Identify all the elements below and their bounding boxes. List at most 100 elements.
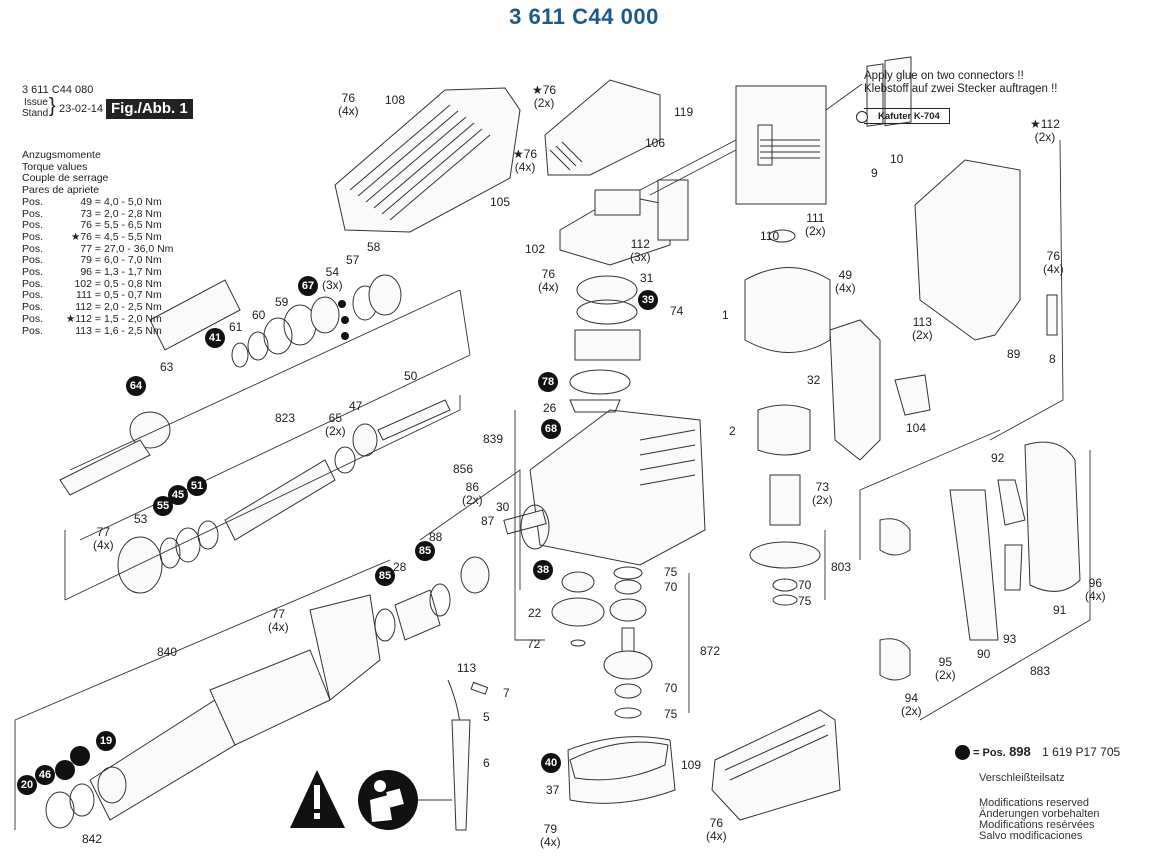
part-qty: (2x) <box>812 493 833 507</box>
part-number: 76 <box>541 267 556 281</box>
part-label: ★76(4x) <box>513 148 537 174</box>
torque-item: 49 <box>80 195 92 208</box>
part-label: 104 <box>906 421 927 435</box>
read-manual-icon <box>358 770 418 830</box>
part-qty: (4x) <box>1085 589 1106 603</box>
grip-94a <box>879 518 911 556</box>
figure-label: Fig./Abb. 1 <box>106 99 193 119</box>
barrel-front <box>89 699 236 821</box>
torque-item: 76 <box>80 219 92 232</box>
part-label: 70 <box>664 681 678 695</box>
torque-pos: Pos. <box>22 242 44 255</box>
part-number: ★112 <box>1030 117 1060 131</box>
torque-value: = 2,0 - 2,5 Nm <box>94 301 162 314</box>
electronics-32 <box>829 319 881 461</box>
part-qty: (4x) <box>835 281 856 295</box>
torque-item: 113 <box>75 324 92 337</box>
part-qty: (2x) <box>805 224 826 238</box>
part-qty: (2x) <box>912 328 933 342</box>
part-label: 54(3x) <box>322 266 343 292</box>
part-label: 102 <box>525 242 546 256</box>
part-number: 73 <box>815 480 830 494</box>
torque-heading-de: Anzugsmomente <box>22 149 101 161</box>
part-qty: (4x) <box>514 160 536 174</box>
torque-heading-en: Torque values <box>22 160 88 173</box>
torque-value: = 1,5 - 2,0 Nm <box>94 312 162 325</box>
part-label: 842 <box>82 832 103 846</box>
fan-31 <box>576 275 638 305</box>
bearing-22a <box>561 571 595 593</box>
part-qty: (4x) <box>540 835 561 849</box>
wear-part-badge-unlabeled <box>55 760 75 780</box>
flange-53 <box>117 536 163 594</box>
switch-trigger <box>657 179 689 241</box>
wear-kit-legend: = Pos. 898 1 619 P17 705 <box>955 744 1121 761</box>
wear-part-badge: 45 <box>168 485 188 505</box>
torque-row: Pos.73 = 2,0 - 2,8 Nm <box>22 208 173 221</box>
connector-inset <box>735 85 827 205</box>
glue-note-en: Apply glue on two connectors !! <box>864 70 1024 82</box>
part-label: 1 <box>722 308 729 322</box>
part-label: 112(3x) <box>630 238 651 264</box>
torque-pos: Pos. <box>22 266 44 279</box>
torque-pos: Pos. <box>22 230 44 243</box>
modifications-notice: Modifications reserved Änderungen vorbeh… <box>979 798 1099 842</box>
part-number: 49 <box>838 268 853 282</box>
legend-part-number: 1 619 P17 705 <box>1042 745 1121 759</box>
wear-part-badge: 20 <box>17 775 37 795</box>
torque-value: = 4,5 - 5,5 Nm <box>94 230 162 243</box>
torque-value: = 5,5 - 6,5 Nm <box>94 219 162 232</box>
warning-triangle-icon <box>290 770 345 828</box>
part-number: 77 <box>96 525 111 539</box>
fan-803 <box>749 541 821 569</box>
part-number: 86 <box>465 480 480 494</box>
torque-row: Pos.★112 = 1,5 - 2,0 Nm <box>22 312 173 326</box>
part-label: 10 <box>890 152 904 166</box>
torque-item: ★76 <box>70 230 92 243</box>
part-label: ★112(2x) <box>1030 118 1060 144</box>
part-label: 70 <box>798 578 812 592</box>
torque-value: = 1,6 - 2,5 Nm <box>94 324 162 337</box>
barrel-840 <box>209 649 331 746</box>
torque-row: Pos.111 = 0,5 - 0,7 Nm <box>22 290 173 302</box>
wear-part-badge: 41 <box>205 328 225 348</box>
part-label: 59 <box>275 295 289 309</box>
torque-value: = 27,0 - 36,0 Nm <box>94 242 174 255</box>
part-label: 77(4x) <box>93 526 114 552</box>
piston-30 <box>460 556 490 594</box>
part-qty: (4x) <box>706 829 727 843</box>
stator-2 <box>757 404 811 456</box>
part-label: 5 <box>483 710 490 724</box>
part-label: 75 <box>798 594 812 608</box>
legend-pos-word: = Pos. <box>973 747 1006 759</box>
torque-row: Pos.49 = 4,0 - 5,0 Nm <box>22 195 173 209</box>
wear-part-badge: 55 <box>153 496 173 516</box>
part-label: ★76(2x) <box>532 84 556 110</box>
torque-pos: Pos. <box>22 324 44 337</box>
torque-item: ★112 <box>65 312 92 325</box>
torque-pos: Pos. <box>22 195 44 208</box>
bearing-flange <box>574 329 641 361</box>
part-qty: (4x) <box>538 280 559 294</box>
part-qty: (2x) <box>462 493 483 507</box>
part-number: 111 <box>806 211 825 225</box>
part-26 <box>569 399 621 413</box>
part-label: 77(4x) <box>268 608 289 634</box>
part-67 <box>310 296 340 334</box>
glue-note-de: Klebstoff auf zwei Stecker auftragen !! <box>864 83 1058 95</box>
part-63 <box>149 279 241 351</box>
modification-line: Modifications reserved <box>979 797 1090 809</box>
gasket-40 <box>569 741 669 781</box>
part-label: 89 <box>1007 347 1021 361</box>
part-label: 105 <box>490 195 511 209</box>
part-label: 31 <box>640 271 654 285</box>
label-plate-9 <box>866 63 884 127</box>
part-number: 54 <box>325 265 340 279</box>
torque-item: 77 <box>80 242 92 255</box>
torque-row: Pos. ★76 = 4,5 - 5,5 Nm <box>22 230 173 244</box>
part-104 <box>894 374 931 416</box>
part-qty: (2x) <box>1034 130 1056 144</box>
part-label: 111(2x) <box>805 212 826 238</box>
part-label: 108 <box>385 93 406 107</box>
